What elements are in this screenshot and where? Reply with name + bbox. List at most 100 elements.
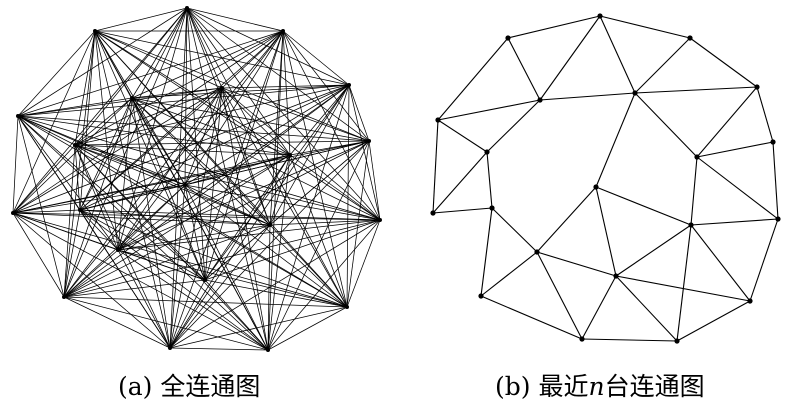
graph-edge — [74, 140, 370, 146]
graph-node — [11, 211, 15, 215]
graph-edge — [690, 218, 779, 226]
graph-edge — [204, 154, 291, 281]
graph-edge — [12, 97, 133, 214]
graph-node — [203, 278, 207, 282]
graph-edge — [74, 144, 206, 281]
graph-edge — [94, 7, 188, 32]
graph-node — [220, 86, 224, 90]
graph-edge — [269, 219, 381, 226]
graph-edge — [17, 30, 96, 117]
graph-node — [16, 114, 20, 118]
graph-edge — [599, 15, 691, 39]
graph-edge — [74, 144, 348, 308]
graph-edge — [169, 306, 348, 349]
graph-node — [579, 336, 585, 342]
graph-edge — [12, 212, 65, 298]
graph-edge — [595, 92, 636, 188]
complete-graph-panel — [11, 6, 382, 352]
graph-edge — [507, 15, 601, 39]
caption-b-suffix: 台连通图 — [604, 372, 705, 401]
graph-edge — [689, 37, 758, 88]
graph-edge — [74, 97, 133, 146]
graph-node — [687, 35, 693, 41]
graph-node — [688, 222, 694, 228]
graph-edge — [186, 7, 223, 89]
graph-edge — [74, 144, 171, 349]
graph-edge — [131, 97, 186, 186]
graph-edge — [432, 207, 493, 214]
graph-node — [484, 149, 490, 155]
graph-edge — [169, 224, 271, 349]
graph-edge — [507, 37, 541, 101]
graph-edge — [536, 251, 617, 277]
graph-edge — [221, 87, 348, 308]
graph-edge — [634, 37, 691, 94]
graph-edge — [696, 156, 779, 220]
graph-edge — [169, 219, 381, 349]
graph-edge — [63, 184, 186, 298]
graph-edge — [221, 87, 370, 142]
graph-edge — [12, 212, 269, 351]
graph-edge — [117, 184, 186, 251]
graph-edge — [184, 184, 269, 351]
graph-node — [537, 97, 543, 103]
graph-edge — [79, 84, 350, 211]
graph-edge — [117, 97, 133, 251]
graph-edge — [94, 30, 171, 349]
graph-node — [281, 29, 285, 33]
graph-edge — [186, 7, 350, 86]
graph-edge — [117, 249, 348, 308]
graph-edge — [12, 212, 171, 349]
graph-edge — [676, 300, 751, 342]
graph-edge — [63, 87, 223, 298]
graph-edge — [117, 87, 223, 251]
graph-node — [435, 117, 441, 123]
graph-edge — [117, 249, 269, 351]
graph-edge — [282, 30, 291, 156]
graph-edge — [169, 184, 186, 349]
graph-edge — [131, 97, 370, 142]
graph-edge — [772, 141, 779, 220]
graph-edge — [94, 30, 348, 308]
graph-edge — [17, 30, 284, 117]
graph-edge — [595, 186, 692, 226]
graph-edge — [536, 251, 583, 340]
graph-edge — [184, 184, 271, 226]
graph-node — [130, 96, 134, 100]
graph-edge — [79, 209, 119, 251]
graph-edge — [17, 115, 65, 298]
graph-node — [367, 139, 371, 143]
graph-edge — [536, 186, 597, 253]
graph-edge — [346, 84, 350, 308]
graph-edge — [267, 154, 291, 351]
graph-edge — [169, 154, 291, 349]
graph-edge — [94, 30, 119, 251]
graph-edge — [186, 7, 370, 142]
graph-node — [632, 90, 638, 96]
graph-edge — [581, 338, 678, 342]
graph-edge — [221, 87, 269, 351]
graph-edge — [696, 141, 774, 158]
graph-edge — [17, 115, 76, 146]
graph-edge — [486, 99, 541, 153]
graph-edge — [63, 296, 348, 308]
graph-edge — [221, 87, 291, 156]
graph-edge — [12, 30, 96, 214]
graph-edge — [12, 212, 271, 226]
graph-edge — [131, 97, 291, 156]
graph-edge — [117, 30, 284, 251]
graph-edge — [267, 306, 348, 351]
graph-edge — [63, 7, 188, 298]
graph-edge — [117, 219, 381, 251]
graph-edge — [12, 154, 291, 214]
graph-edge — [17, 115, 119, 251]
graph-edge — [615, 224, 692, 277]
graph-edge — [480, 295, 583, 340]
caption-b-variable: n — [588, 372, 605, 401]
graph-edge — [117, 84, 350, 251]
graph-edge — [63, 296, 171, 349]
graph-edge — [204, 224, 271, 281]
graph-edge — [282, 30, 370, 142]
graph-edge — [634, 86, 758, 94]
